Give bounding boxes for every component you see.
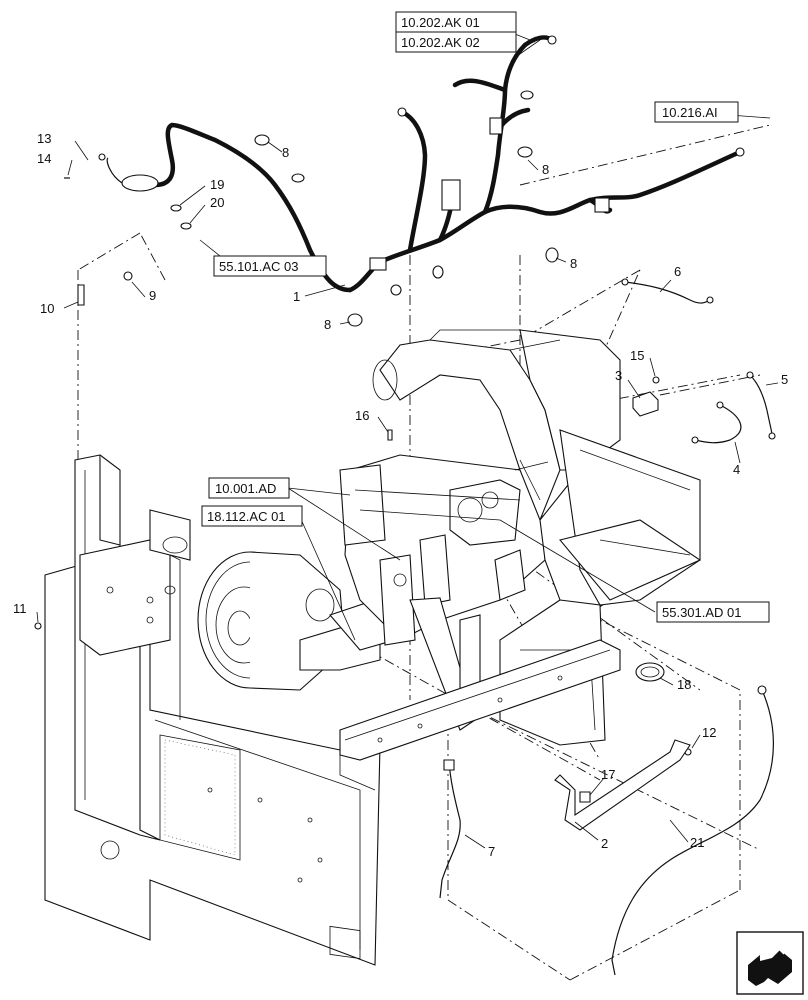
- callout-18: 18: [677, 677, 691, 692]
- callout-6: 6: [674, 264, 681, 279]
- callout-2: 2: [601, 836, 608, 851]
- svg-text:10.001.AD: 10.001.AD: [215, 481, 276, 496]
- callout-17: 17: [601, 767, 615, 782]
- gasket: [635, 662, 665, 682]
- callout-12: 12: [702, 725, 716, 740]
- svg-text:10.202.AK 02: 10.202.AK 02: [401, 35, 480, 50]
- ref-10-202-ak-02[interactable]: 10.202.AK 02: [395, 31, 517, 53]
- callout-8a: 8: [282, 145, 289, 160]
- callout-11: 11: [13, 601, 27, 616]
- callout-8b: 8: [542, 162, 549, 177]
- ref-10-001-ad[interactable]: 10.001.AD: [208, 477, 290, 499]
- callout-1: 1: [293, 289, 300, 304]
- svg-text:10.216.AI: 10.216.AI: [662, 105, 718, 120]
- callout-3: 3: [615, 368, 622, 383]
- ref-18-112-ac-01[interactable]: 18.112.AC 01: [201, 505, 303, 527]
- reference-boxes: 10.202.AK 01 10.202.AK 02 10.216.AI 55.1…: [201, 11, 770, 623]
- callout-15: 15: [630, 348, 644, 363]
- callout-numbers: 1 2 3 4 5 6 7 8 8 8 8 9 10 11 12 13 14 1…: [13, 131, 788, 859]
- ref-10-216-ai[interactable]: 10.216.AI: [654, 101, 739, 123]
- callout-8d: 8: [324, 317, 331, 332]
- callout-14: 14: [37, 151, 51, 166]
- relay: [632, 391, 659, 417]
- vertical-post: [74, 454, 191, 841]
- fasteners: [34, 153, 692, 803]
- ref-55-301-ad-01[interactable]: 55.301.AD 01: [656, 601, 770, 623]
- leader-lines: [36, 29, 779, 849]
- callout-19: 19: [210, 177, 224, 192]
- main-wire-harness: [106, 35, 745, 293]
- wire-clips: [170, 90, 559, 327]
- callout-13: 13: [37, 131, 51, 146]
- frame-rail: [339, 639, 621, 761]
- svg-text:55.301.AD 01: 55.301.AD 01: [662, 605, 742, 620]
- right-platform: [499, 429, 702, 746]
- callout-8c: 8: [570, 256, 577, 271]
- svg-text:10.202.AK 01: 10.202.AK 01: [401, 15, 480, 30]
- callout-10: 10: [40, 301, 54, 316]
- arrow-nav-icon[interactable]: [736, 931, 804, 995]
- callout-16: 16: [355, 408, 369, 423]
- ref-10-202-ak-01[interactable]: 10.202.AK 01: [395, 11, 517, 33]
- svg-text:55.101.AC 03: 55.101.AC 03: [219, 259, 299, 274]
- callout-21: 21: [690, 835, 704, 850]
- callout-9: 9: [149, 288, 156, 303]
- mounting-bracket: [554, 739, 691, 831]
- callout-4: 4: [733, 462, 740, 477]
- svg-text:18.112.AC 01: 18.112.AC 01: [207, 509, 286, 524]
- callout-7: 7: [488, 844, 495, 859]
- flywheel-housing: [197, 551, 396, 691]
- callout-5: 5: [781, 372, 788, 387]
- callout-20: 20: [210, 195, 224, 210]
- ref-55-101-ac-03[interactable]: 55.101.AC 03: [213, 255, 327, 277]
- cables: [439, 278, 776, 976]
